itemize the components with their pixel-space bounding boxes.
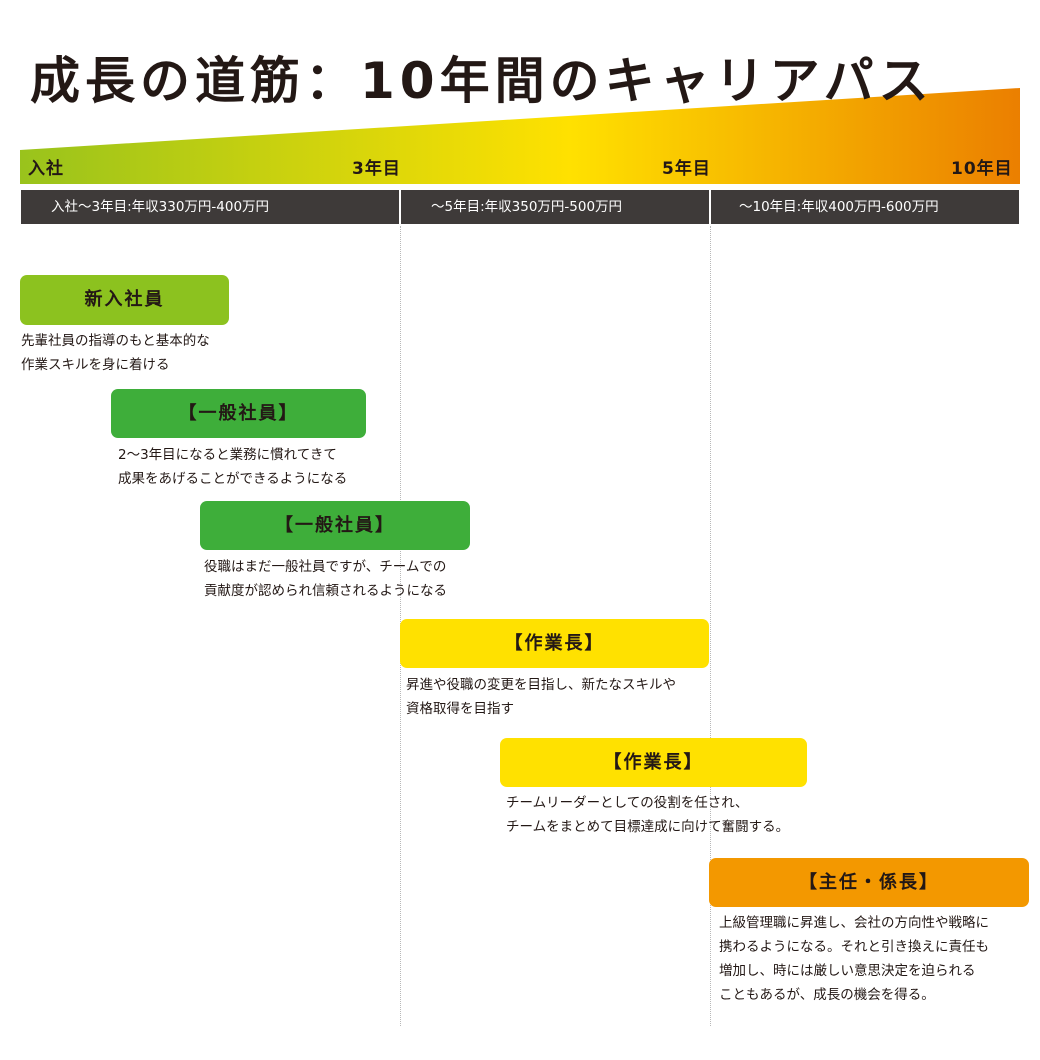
stage-general-employee-1-description: 2〜3年目になると業務に慣れてきて成果をあげることができるようになる [118, 447, 348, 487]
stage-general-employee-2: 【一般社員】 [200, 501, 470, 550]
stage-foreman-1-description: 昇進や役職の変更を目指し、新たなスキルや資格取得を目指す [406, 677, 676, 717]
stage-foreman-2-description: チームリーダーとしての役割を任され、チームをまとめて目標達成に向けて奮闘する。 [506, 795, 790, 835]
milestone-year-5: 5年目 [662, 159, 711, 179]
stage-general-employee-1: 【一般社員】 [111, 389, 366, 438]
stage-new-employee: 新入社員 [20, 275, 229, 325]
milestone-start: 入社 [28, 159, 64, 179]
stage-foreman-2: 【作業長】 [500, 738, 807, 787]
salary-band-2: 〜5年目:年収350万円-500万円 [401, 190, 709, 224]
salary-band-1: 入社〜3年目:年収330万円-400万円 [21, 190, 399, 224]
stage-general-employee-2-description: 役職はまだ一般社員ですが、チームでの貢献度が認められ信頼されるようになる [204, 559, 447, 599]
stage-chief-section-head: 【主任・係長】 [709, 858, 1029, 907]
stage-chief-section-head-description: 上級管理職に昇進し、会社の方向性や戦略に携わるようになる。それと引き換えに責任も… [719, 915, 989, 1003]
divider-year-5 [710, 226, 711, 1026]
stage-foreman-1: 【作業長】 [400, 619, 709, 668]
page-title: 成長の道筋：10年間のキャリアパス [30, 52, 934, 110]
salary-band-3: 〜10年目:年収400万円-600万円 [711, 190, 1019, 224]
milestone-year-10: 10年目 [951, 159, 1013, 179]
stage-new-employee-description: 先輩社員の指導のもと基本的な作業スキルを身に着ける [21, 333, 210, 373]
timeline-gradient-wedge [20, 88, 1020, 184]
milestone-year-3: 3年目 [352, 159, 401, 179]
